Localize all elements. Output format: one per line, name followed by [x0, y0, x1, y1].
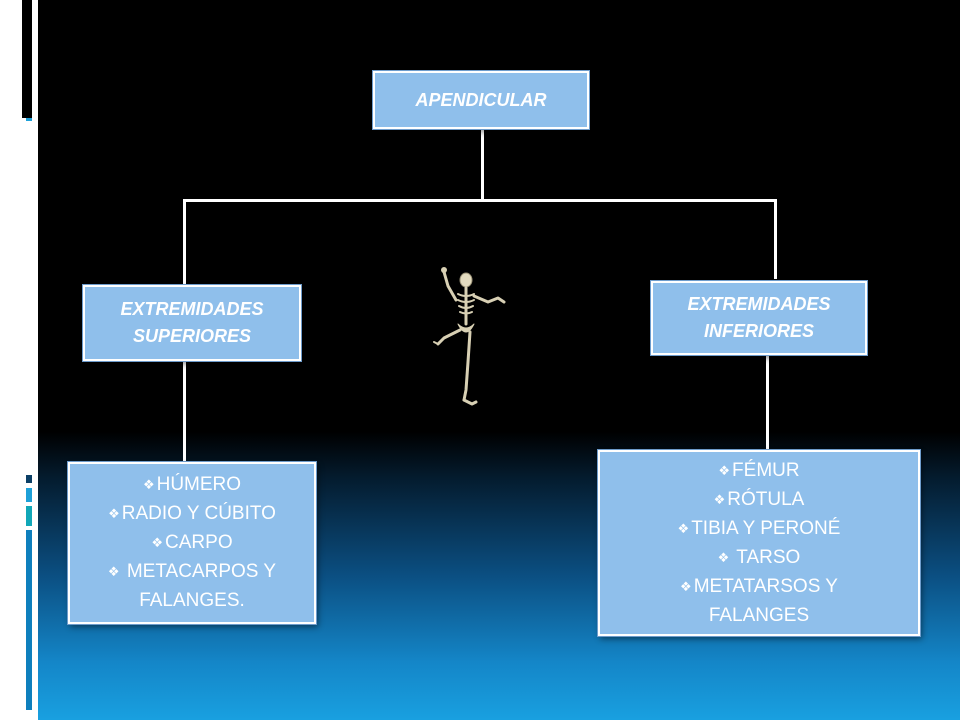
list-item: FALANGES: [705, 602, 813, 630]
sidebar-top-block: [22, 0, 32, 118]
list-item-text: RADIO Y CÚBITO: [121, 503, 276, 524]
node-apendicular: APENDICULAR: [373, 71, 589, 129]
diamond-bullet-icon: ❖: [713, 491, 726, 507]
list-item-text: METACARPOS Y: [121, 561, 277, 582]
sidebar-accent-bar: [26, 118, 32, 121]
connector-inferior-to-list: [766, 355, 769, 450]
list-item-text: TARSO: [731, 546, 801, 568]
list-item: ❖TIBIA Y PERONÉ: [674, 515, 845, 544]
list-item: FALANGES.: [135, 587, 249, 615]
list-item: ❖FÉMUR: [714, 457, 803, 486]
connector-root-down: [481, 129, 484, 201]
connector-horizontal: [183, 199, 777, 202]
slide-sidebar: [0, 0, 38, 720]
node-apendicular-label: APENDICULAR: [415, 89, 547, 110]
diamond-bullet-icon: ❖: [151, 535, 164, 550]
sidebar-light-bar: [26, 488, 32, 502]
node-superior-bones-list: ❖HÚMERO ❖RADIO Y CÚBITO ❖CARPO ❖ METACAR…: [68, 462, 316, 624]
list-item: ❖ METACARPOS Y: [104, 558, 280, 587]
sidebar-bottom-block: [26, 530, 32, 710]
dancing-skeleton-icon: [433, 267, 506, 406]
node-extremidades-inferiores: EXTREMIDADES INFERIORES: [651, 281, 867, 355]
diamond-bullet-icon: ❖: [108, 506, 120, 521]
diamond-bullet-icon: ❖: [718, 462, 731, 478]
list-item-text: RÓTULA: [727, 488, 805, 510]
node-superiores-label-2: SUPERIORES: [132, 326, 252, 346]
list-item-text: TIBIA Y PERONÉ: [691, 517, 841, 539]
connector-right-drop: [774, 199, 777, 279]
list-item-text: HÚMERO: [156, 474, 242, 495]
diamond-bullet-icon: ❖: [142, 477, 155, 492]
node-superiores-label-1: EXTREMIDADES: [120, 299, 264, 319]
list-item: ❖HÚMERO: [139, 471, 245, 500]
sidebar-dark-bar: [26, 475, 32, 483]
list-item: ❖METATARSOS Y: [676, 573, 842, 602]
node-inferiores-label-1: EXTREMIDADES: [687, 294, 831, 314]
list-item-text: CARPO: [165, 532, 233, 553]
connector-left-drop: [183, 199, 186, 285]
list-item: ❖RADIO Y CÚBITO: [104, 500, 280, 529]
diamond-bullet-icon: ❖: [680, 578, 692, 594]
list-item: ❖ TARSO: [714, 544, 805, 573]
list-item-text: FÉMUR: [732, 459, 800, 481]
node-extremidades-superiores: EXTREMIDADES SUPERIORES: [83, 285, 301, 361]
list-item-text: FALANGES: [708, 604, 810, 626]
list-item: ❖RÓTULA: [710, 486, 809, 515]
connector-superior-to-list: [183, 361, 186, 465]
diamond-bullet-icon: ❖: [107, 564, 120, 579]
list-item-text: METATARSOS Y: [693, 575, 838, 597]
list-item-text: FALANGES.: [139, 590, 245, 611]
list-item: ❖CARPO: [147, 529, 236, 558]
sidebar-mid-bar: [26, 506, 32, 526]
node-inferiores-label-2: INFERIORES: [703, 321, 814, 341]
node-inferior-bones-list: ❖FÉMUR ❖RÓTULA ❖TIBIA Y PERONÉ ❖ TARSO ❖…: [598, 450, 920, 636]
diamond-bullet-icon: ❖: [717, 549, 730, 565]
diamond-bullet-icon: ❖: [677, 520, 690, 536]
